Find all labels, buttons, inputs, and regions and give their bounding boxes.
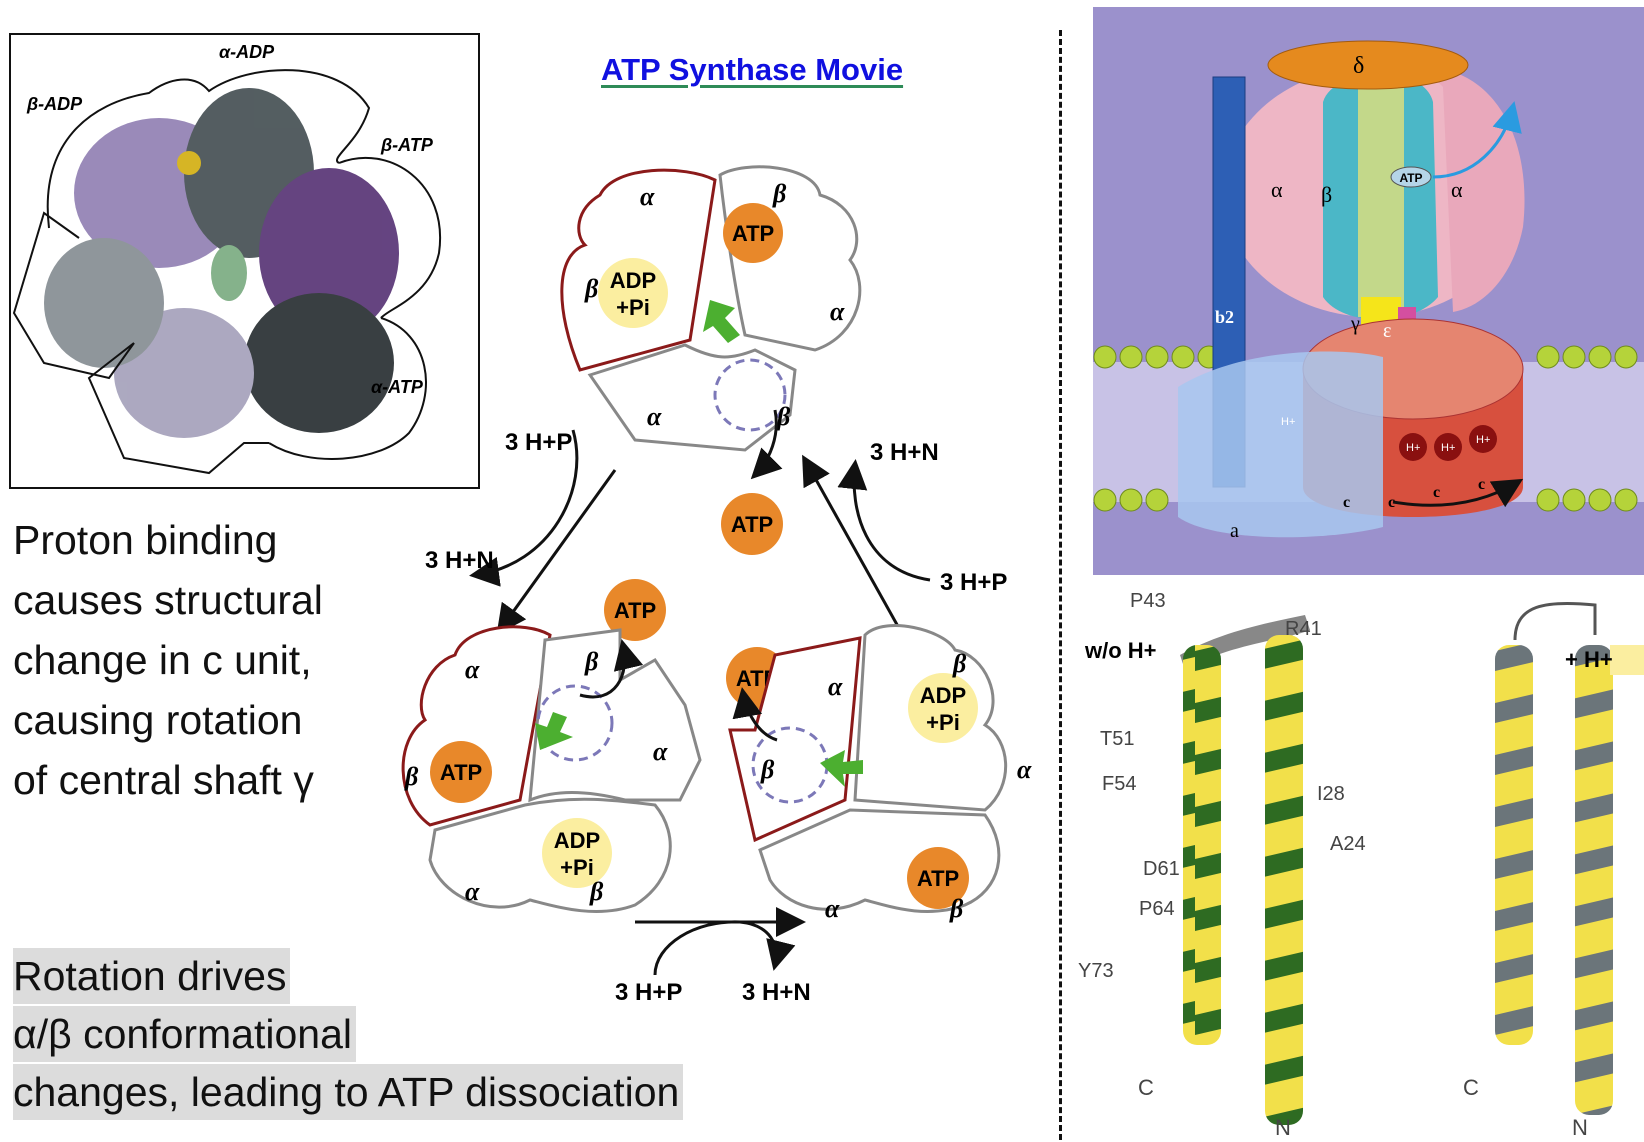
svg-text:H+: H+ <box>1406 442 1420 454</box>
svg-text:α: α <box>825 894 840 923</box>
svg-text:ADP: ADP <box>920 683 966 708</box>
svg-text:b2: b2 <box>1215 307 1234 327</box>
svg-text:α: α <box>1271 177 1283 202</box>
svg-text:H+: H+ <box>1476 434 1490 446</box>
complex-top <box>560 165 862 452</box>
svg-text:R41: R41 <box>1285 618 1322 640</box>
label-alpha-adp: α-ADP <box>219 42 275 62</box>
svg-text:ATP: ATP <box>731 512 773 537</box>
c-subunit-helix-image: w/o H+ + H+ P43 R41 T51 F54 I28 A24 D61 … <box>1075 585 1644 1142</box>
svg-text:Y73: Y73 <box>1078 960 1114 982</box>
svg-text:β: β <box>952 649 967 678</box>
svg-text:3 H+N: 3 H+N <box>870 439 939 466</box>
svg-text:H+: H+ <box>1441 442 1455 454</box>
svg-text:δ: δ <box>1353 53 1364 79</box>
svg-text:γ: γ <box>1350 313 1360 335</box>
atp-synthase-schematic: δ α β ATP α γ ε b2 a c c c c H+ H+ H+ H+ <box>1093 7 1644 575</box>
svg-text:+Pi: +Pi <box>560 855 594 880</box>
svg-text:c: c <box>1433 484 1440 501</box>
svg-text:β: β <box>584 274 599 303</box>
svg-text:ε: ε <box>1383 320 1391 342</box>
crystal-structure-image: α-ADP β-ADP β-ATP α-ATP <box>9 33 480 489</box>
svg-text:3 H+N: 3 H+N <box>742 979 811 1006</box>
svg-text:N: N <box>1275 1115 1291 1140</box>
svg-text:ATP: ATP <box>440 760 482 785</box>
svg-text:C: C <box>1138 1075 1154 1100</box>
svg-text:β: β <box>1321 182 1332 207</box>
svg-text:A24: A24 <box>1330 833 1366 855</box>
svg-text:β: β <box>589 877 604 906</box>
binding-change-cycle: α β ATP β ADP +Pi α α β ATP 3 H+P 3 H+N … <box>401 165 1032 1006</box>
svg-text:+Pi: +Pi <box>926 710 960 735</box>
svg-text:α: α <box>465 655 480 684</box>
svg-text:ATP: ATP <box>917 866 959 891</box>
svg-text:β: β <box>776 402 791 431</box>
svg-text:P43: P43 <box>1130 590 1166 612</box>
panel-divider <box>1059 30 1062 1140</box>
label-alpha-atp: α-ATP <box>371 377 424 397</box>
svg-text:ATP: ATP <box>732 221 774 246</box>
svg-text:β: β <box>949 894 964 923</box>
svg-text:α: α <box>465 877 480 906</box>
svg-text:H+: H+ <box>1281 416 1295 428</box>
svg-text:β: β <box>760 755 775 784</box>
svg-text:ADP: ADP <box>554 828 600 853</box>
svg-text:β: β <box>404 762 419 791</box>
svg-text:α: α <box>828 672 843 701</box>
complex-bottom-left <box>401 625 702 913</box>
svg-text:ADP: ADP <box>610 268 656 293</box>
svg-text:F54: F54 <box>1102 773 1136 795</box>
svg-text:N: N <box>1572 1115 1588 1140</box>
caption-proton-binding: Proton binding causes structural change … <box>13 517 323 803</box>
svg-text:ATP: ATP <box>1399 171 1422 185</box>
svg-text:3 H+P: 3 H+P <box>615 979 682 1006</box>
svg-text:α: α <box>1451 177 1463 202</box>
svg-text:c: c <box>1343 494 1350 511</box>
svg-text:C: C <box>1463 1075 1479 1100</box>
svg-text:α: α <box>830 297 845 326</box>
svg-text:α: α <box>1017 755 1032 784</box>
caption-rotation-line-1: Rotation drives <box>13 948 291 1004</box>
caption-rotation-line-2: α/β conformational <box>13 1006 356 1062</box>
svg-text:β: β <box>584 647 599 676</box>
svg-text:3 H+P: 3 H+P <box>940 569 1007 596</box>
svg-text:T51: T51 <box>1100 728 1134 750</box>
svg-text:D61: D61 <box>1143 858 1180 880</box>
svg-text:a: a <box>1230 520 1239 542</box>
svg-text:+ H+: + H+ <box>1565 647 1613 672</box>
svg-text:c: c <box>1478 476 1485 493</box>
svg-text:ATP: ATP <box>614 598 656 623</box>
svg-text:c: c <box>1388 494 1395 511</box>
label-beta-adp: β-ADP <box>26 94 83 114</box>
svg-text:α: α <box>647 402 662 431</box>
svg-text:w/o H+: w/o H+ <box>1084 638 1157 663</box>
complex-bottom-right <box>728 624 1008 913</box>
caption-rotation-line-3: changes, leading to ATP dissociation <box>13 1064 684 1120</box>
label-beta-atp: β-ATP <box>380 135 434 155</box>
svg-text:+Pi: +Pi <box>616 295 650 320</box>
svg-text:P64: P64 <box>1139 898 1175 920</box>
svg-text:I28: I28 <box>1317 783 1345 805</box>
atp-synthase-movie-link[interactable]: ATP Synthase Movie <box>601 52 904 87</box>
svg-text:3 H+P: 3 H+P <box>505 429 572 456</box>
svg-text:β: β <box>772 179 787 208</box>
svg-text:α: α <box>640 182 655 211</box>
svg-text:α: α <box>653 737 668 766</box>
svg-text:3 H+N: 3 H+N <box>425 547 494 574</box>
